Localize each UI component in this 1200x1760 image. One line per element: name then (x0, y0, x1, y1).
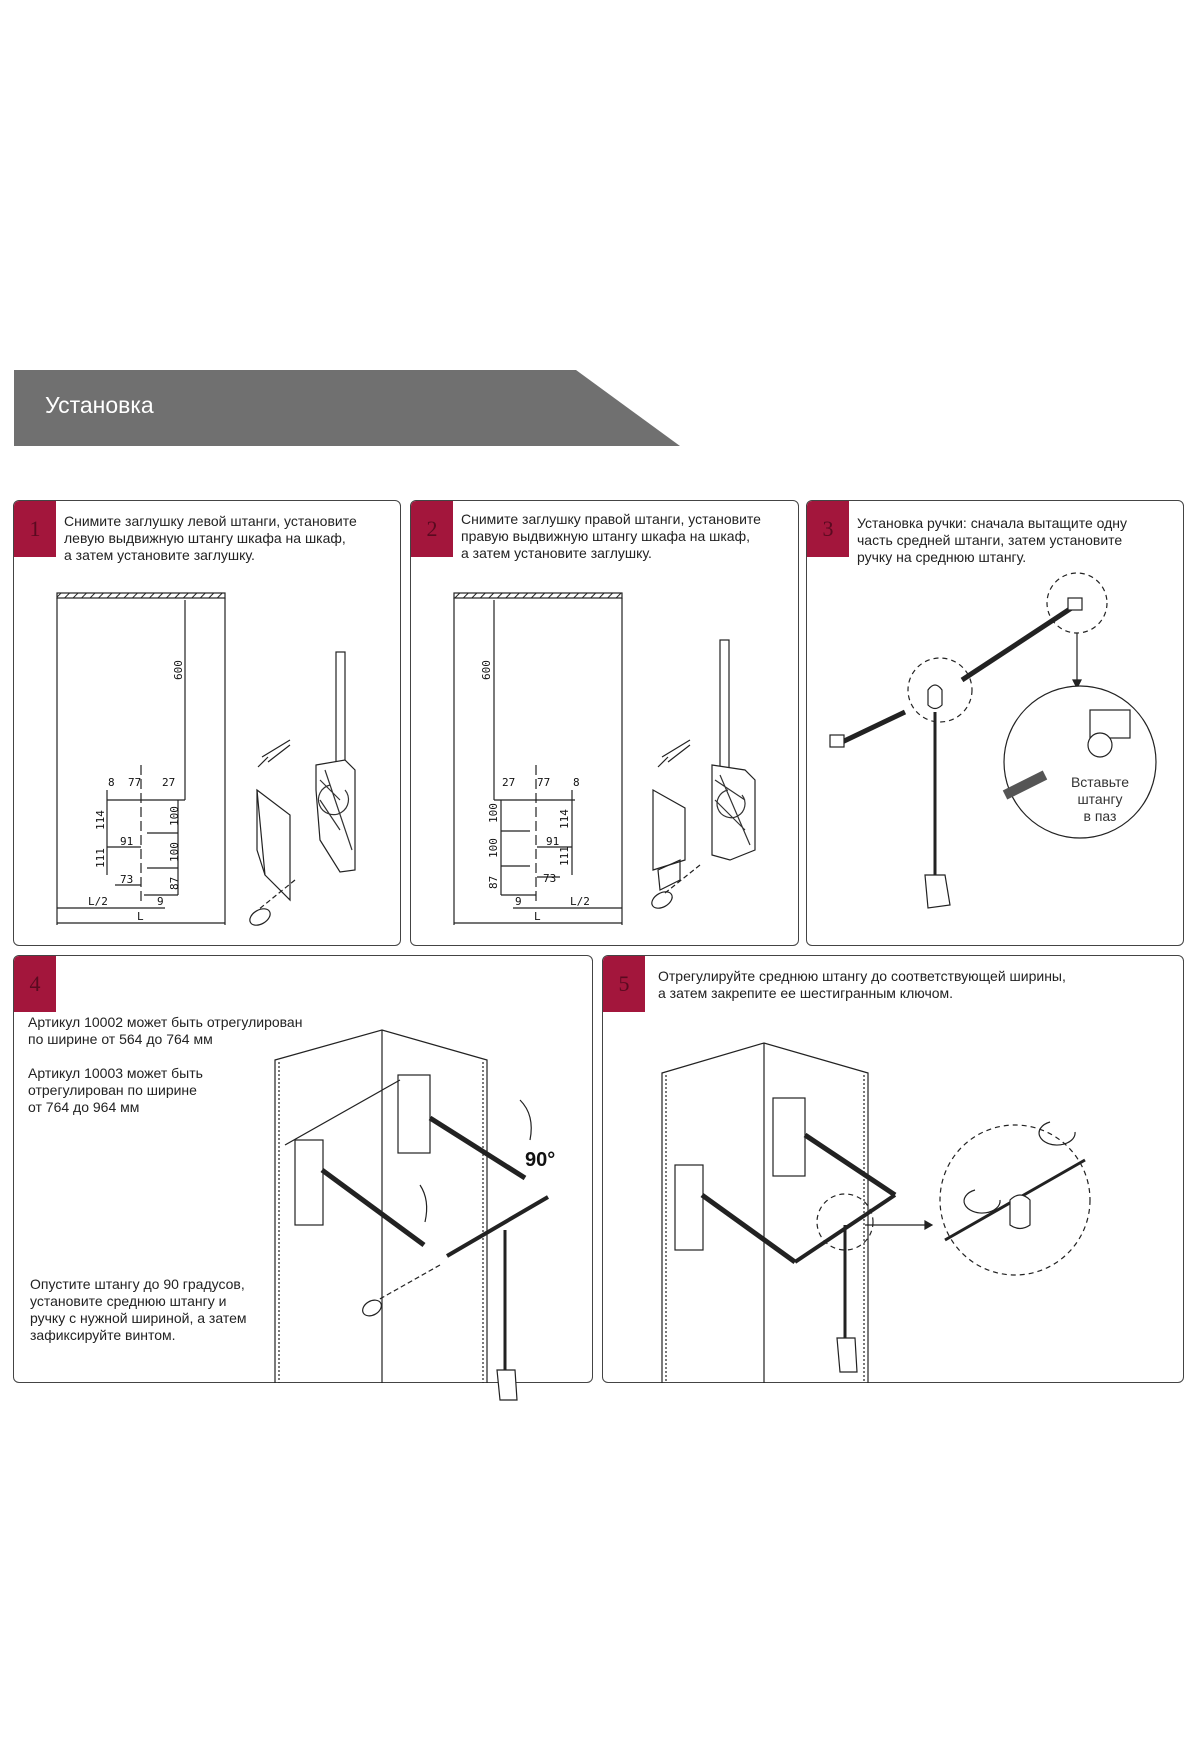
step-text: Снимите заглушку левой штанги, установит… (64, 513, 357, 563)
section-title: Установка (45, 392, 154, 418)
section-banner (14, 370, 680, 446)
step-text: Опустите штангу до 90 градусов, установи… (30, 1276, 247, 1343)
step-4-panel: 4 Артикул 10002 может быть отрегулирован… (13, 955, 593, 1383)
step-text: Отрегулируйте среднюю штангу до соответс… (658, 968, 1066, 1001)
step-number: 3 (807, 501, 849, 557)
step-text: Установка ручки: сначала вытащите одну ч… (857, 515, 1128, 565)
step-5-panel: 5 Отрегулируйте среднюю штангу до соотве… (602, 955, 1184, 1383)
step-text: Снимите заглушку правой штанги, установи… (461, 511, 761, 561)
step-number: 1 (14, 501, 56, 557)
step-number: 4 (14, 956, 56, 1012)
width-note-10002: Артикул 10002 может быть отрегулирован п… (28, 1014, 303, 1047)
width-note-10003: Артикул 10003 может быть отрегулирован п… (28, 1065, 203, 1115)
step-1-panel: 1 Снимите заглушку левой штанги, установ… (13, 500, 401, 946)
step-number: 2 (411, 501, 453, 557)
step-3-panel: 3 Установка ручки: сначала вытащите одну… (806, 500, 1184, 946)
step-2-panel: 2 Снимите заглушку правой штанги, устано… (410, 500, 799, 946)
step-number: 5 (603, 956, 645, 1012)
